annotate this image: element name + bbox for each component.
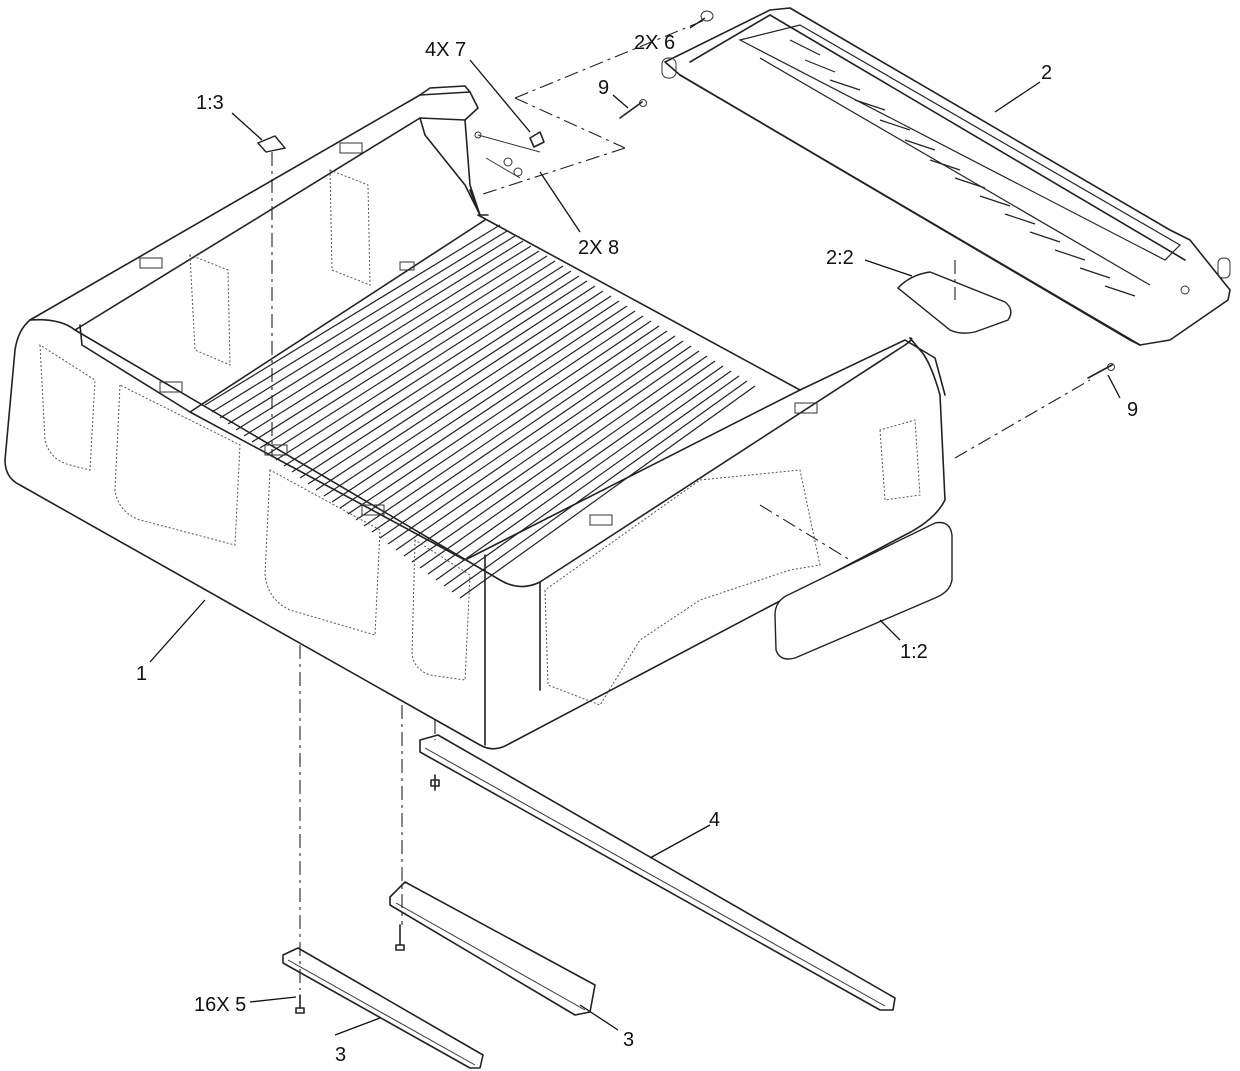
callout-leaders [149, 17, 1121, 1036]
rail-part-4 [419, 734, 896, 1011]
callout-3-left: 3 [335, 1044, 346, 1066]
rail-part-3-right [389, 881, 596, 1016]
tailgate [661, 7, 1231, 346]
callout-2x8: 2X 8 [578, 237, 619, 259]
decal-2-2 [896, 271, 1012, 334]
callout-9-top: 9 [598, 77, 609, 99]
tailgate-ribs [738, 24, 1181, 297]
callout-2x6: 2X 6 [634, 32, 675, 54]
alignment-lines [271, 19, 1091, 990]
callout-4x7: 4X 7 [425, 39, 466, 61]
callout-9-right: 9 [1127, 399, 1138, 421]
callout-2-2: 2:2 [826, 247, 854, 269]
decal-1-3 [256, 135, 287, 153]
callout-2: 2 [1041, 62, 1052, 84]
side-panel-recesses [39, 169, 921, 706]
rail-part-3-left [282, 947, 484, 1069]
callout-16x5: 16X 5 [194, 994, 246, 1016]
cargo-bed [4, 85, 946, 750]
callout-1-3: 1:3 [196, 92, 224, 114]
bed-floor-ribs [204, 224, 756, 599]
callout-1: 1 [136, 663, 147, 685]
callout-4: 4 [709, 809, 720, 831]
hardware [295, 10, 1115, 1014]
callout-1-2: 1:2 [900, 641, 928, 663]
decal-1-2 [774, 521, 953, 660]
callout-3-right: 3 [623, 1029, 634, 1051]
tie-down-tabs [139, 142, 818, 526]
